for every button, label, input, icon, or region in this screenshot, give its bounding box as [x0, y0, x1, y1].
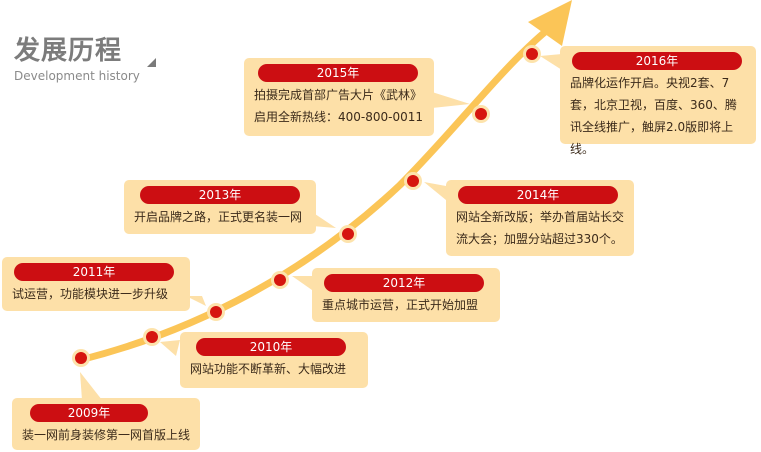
page-header: 发展历程 Development history: [14, 36, 140, 83]
dot-2013: [339, 225, 357, 243]
dot-2014: [404, 172, 422, 190]
dot-2010: [143, 328, 161, 346]
timeline-card-2010: 2010年 网站功能不断革新、大幅改进: [180, 332, 368, 388]
year-badge: 2013年: [140, 186, 300, 204]
arrow-head-icon: [528, 0, 572, 46]
pointer-2010: [160, 340, 180, 356]
timeline-card-2012: 2012年 重点城市运营，正式开始加盟: [312, 268, 500, 322]
corner-triangle-icon: [147, 58, 156, 67]
year-badge: 2014年: [458, 186, 618, 204]
page-title: 发展历程: [14, 36, 123, 66]
year-badge: 2012年: [324, 274, 484, 292]
growth-curve-line: [76, 28, 549, 364]
pointer-2014: [424, 182, 446, 200]
event-text: 网站全新改版；举办首届站长交流大会；加盟分站超过330个。: [456, 210, 625, 246]
event-text: 开启品牌之路，正式更名装一网: [134, 210, 303, 224]
dot-2009: [72, 349, 90, 367]
dot-2016: [523, 45, 541, 63]
year-badge: 2011年: [14, 263, 174, 281]
timeline-card-2011: 2011年 试运营，功能模块进一步升级: [2, 257, 190, 311]
timeline-card-2009: 2009年 装一网前身装修第一网首版上线: [12, 398, 200, 450]
year-badge: 2009年: [30, 404, 148, 422]
year-badge: 2015年: [258, 64, 418, 82]
year-badge: 2010年: [196, 338, 346, 356]
dot-2011: [207, 303, 225, 321]
event-text: 装一网前身装修第一网首版上线: [22, 428, 191, 442]
event-text: 试运营，功能模块进一步升级: [12, 287, 169, 301]
pointer-2012: [292, 276, 312, 290]
year-badge: 2016年: [572, 52, 742, 70]
pointer-2013: [312, 212, 336, 228]
timeline-dots: [72, 45, 541, 367]
event-text: 网站功能不断革新、大幅改进: [190, 362, 347, 376]
pointer-2009: [80, 372, 102, 400]
page-subtitle: Development history: [14, 69, 140, 83]
timeline-card-2015: 2015年 拍摄完成首部广告大片《武林》启用全新热线：400-800-0011: [244, 58, 434, 136]
dot-2012: [271, 271, 289, 289]
event-text: 重点城市运营，正式开始加盟: [322, 298, 479, 312]
timeline-card-2014: 2014年 网站全新改版；举办首届站长交流大会；加盟分站超过330个。: [446, 180, 634, 256]
pointer-2011: [186, 296, 206, 306]
event-text: 拍摄完成首部广告大片《武林》启用全新热线：400-800-0011: [254, 88, 424, 124]
pointer-2015: [432, 92, 470, 108]
event-text: 品牌化运作开启。央视2套、7套，北京卫视，百度、360、腾讯全线推广，触屏2.0…: [570, 76, 737, 156]
pointer-2016: [540, 54, 562, 70]
dot-2015: [472, 105, 490, 123]
timeline-card-2013: 2013年 开启品牌之路，正式更名装一网: [124, 180, 316, 234]
timeline-card-2016: 2016年 品牌化运作开启。央视2套、7套，北京卫视，百度、360、腾讯全线推广…: [560, 46, 756, 156]
